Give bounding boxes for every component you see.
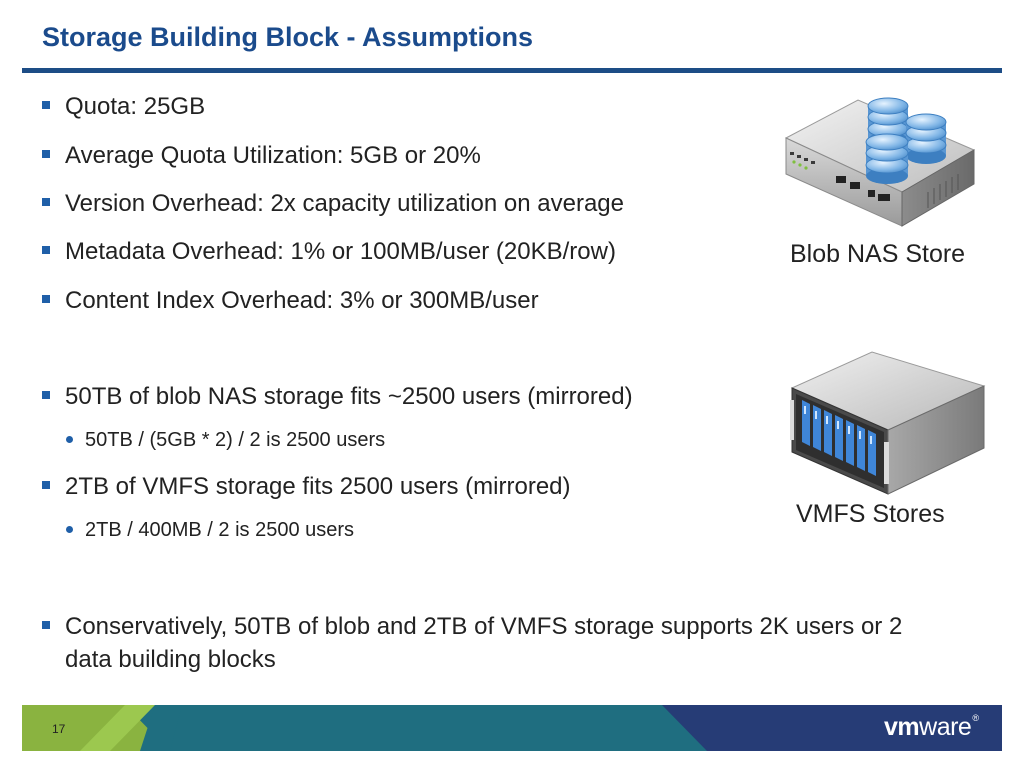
footer-band bbox=[22, 705, 1002, 751]
bullet-text: Version Overhead: 2x capacity utilizatio… bbox=[65, 190, 624, 217]
square-bullet-icon bbox=[42, 101, 50, 109]
sub-bullet-text: 2TB / 400MB / 2 is 2500 users bbox=[85, 519, 355, 541]
bullet-item: Conservatively, 50TB of blob and 2TB of … bbox=[42, 610, 942, 676]
nas-store-label: Blob NAS Store bbox=[790, 240, 966, 268]
square-bullet-icon bbox=[42, 481, 50, 489]
square-bullet-icon bbox=[42, 198, 50, 206]
bullet-item: Metadata Overhead: 1% or 100MB/user (20K… bbox=[42, 235, 616, 268]
sub-bullet-item: 2TB / 400MB / 2 is 2500 users bbox=[66, 516, 354, 544]
bullet-text: Average Quota Utilization: 5GB or 20% bbox=[65, 142, 481, 169]
bullet-item: Quota: 25GB bbox=[42, 90, 205, 123]
bullet-item: Version Overhead: 2x capacity utilizatio… bbox=[42, 187, 624, 220]
square-bullet-icon bbox=[42, 391, 50, 399]
bullet-text: Quota: 25GB bbox=[65, 93, 206, 120]
square-bullet-icon bbox=[42, 150, 50, 158]
bullet-item: 50TB of blob NAS storage fits ~2500 user… bbox=[42, 380, 633, 413]
square-bullet-icon bbox=[42, 246, 50, 254]
bullet-item: Content Index Overhead: 3% or 300MB/user bbox=[42, 284, 539, 317]
bullet-text: Metadata Overhead: 1% or 100MB/user (20K… bbox=[65, 238, 616, 265]
sub-bullet-item: 50TB / (5GB * 2) / 2 is 2500 users bbox=[66, 426, 385, 454]
bullet-text: Conservatively, 50TB of blob and 2TB of … bbox=[65, 613, 903, 673]
title-divider bbox=[22, 68, 1002, 73]
bullet-text: 50TB of blob NAS storage fits ~2500 user… bbox=[65, 383, 633, 410]
sub-bullet-text: 50TB / (5GB * 2) / 2 is 2500 users bbox=[85, 429, 386, 451]
square-bullet-icon bbox=[42, 295, 50, 303]
square-bullet-icon bbox=[42, 621, 50, 629]
logo-text-vm: vm bbox=[884, 713, 920, 741]
bullet-item: 2TB of VMFS storage fits 2500 users (mir… bbox=[42, 470, 571, 503]
nas-storage-icon bbox=[784, 97, 976, 227]
vmfs-stores-label: VMFS Stores bbox=[796, 500, 945, 528]
logo-text-ware: ware bbox=[919, 713, 972, 741]
logo-registered-mark: ® bbox=[972, 713, 979, 723]
vmware-logo: vmware® bbox=[884, 713, 979, 742]
bullet-text: Content Index Overhead: 3% or 300MB/user bbox=[65, 287, 539, 314]
slide-title: Storage Building Block - Assumptions bbox=[42, 22, 534, 52]
disk-array-icon bbox=[790, 351, 986, 495]
round-bullet-icon bbox=[66, 436, 73, 443]
page-number: 17 bbox=[52, 722, 66, 736]
bullet-text: 2TB of VMFS storage fits 2500 users (mir… bbox=[65, 473, 571, 500]
bullet-item: Average Quota Utilization: 5GB or 20% bbox=[42, 139, 481, 172]
round-bullet-icon bbox=[66, 526, 73, 533]
